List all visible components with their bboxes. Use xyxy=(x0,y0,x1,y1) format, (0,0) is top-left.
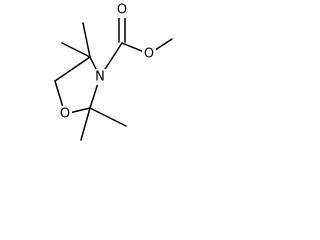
bond-c4-methyl-up xyxy=(82,22,91,58)
label-bg-o-ring xyxy=(58,106,72,122)
bond-c2-methyl-right xyxy=(89,107,127,127)
carbonyl-oxygen-label: O xyxy=(117,3,127,18)
ring-nitrogen-label: N xyxy=(95,70,105,85)
ester-oxygen-label: O xyxy=(144,47,154,62)
label-bg-o-ester xyxy=(142,46,156,62)
label-bg-o-carbonyl xyxy=(115,2,129,18)
label-bg-n xyxy=(93,69,107,85)
bond-c4-methyl-left xyxy=(61,42,91,58)
bond-c5-c4 xyxy=(54,56,91,82)
structure-diagram: N O O O xyxy=(54,2,173,141)
bond-c2-methyl-down xyxy=(80,107,91,141)
ring-oxygen-label: O xyxy=(60,107,70,122)
